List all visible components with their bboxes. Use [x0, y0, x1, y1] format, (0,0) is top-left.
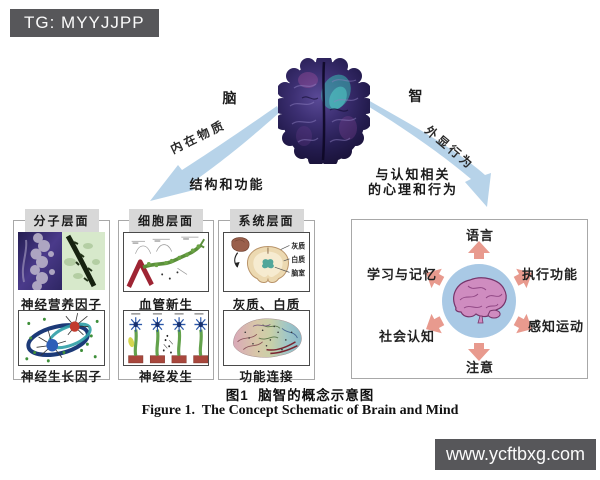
- panel-header: 系统层面: [229, 209, 304, 232]
- mind-circle-illustration: [420, 241, 538, 361]
- arrow-left-curved-icon: [150, 106, 280, 201]
- cognition-caption-line2: 的心理和行为: [367, 182, 458, 197]
- function-label-social-cognition: 社会认知: [378, 329, 435, 344]
- annotation-white-matter: 白质: [291, 255, 305, 264]
- arrow-right-curved-icon: [366, 100, 491, 207]
- figure-image-nerve-growth-factor: [18, 310, 105, 366]
- cognition-caption-line1: 与认知相关: [375, 167, 451, 182]
- figure-caption: 神经发生: [138, 370, 193, 384]
- function-label-sensorimotor: 感知运动: [527, 319, 584, 334]
- function-label-language: 语言: [465, 228, 494, 243]
- figure-caption: 功能连接: [239, 370, 294, 384]
- function-label-attention: 注意: [465, 360, 494, 375]
- mind-functions-panel: 语言 执行功能 感知运动 注意 社会认知 学习与记忆: [351, 219, 588, 379]
- brain-label: 脑: [222, 92, 238, 107]
- panel-header: 分子层面: [24, 209, 99, 232]
- figure-caption-zh: 图1 脑智的概念示意图: [225, 388, 375, 403]
- figure-caption-en: Figure 1. The Concept Schematic of Brain…: [141, 403, 459, 418]
- annotation-gray-matter: 灰质: [291, 241, 305, 250]
- watermark-site-badge: www.ycftbxg.com: [435, 439, 597, 470]
- mind-label: 智: [408, 90, 424, 105]
- function-label-executive: 执行功能: [521, 267, 578, 282]
- figure-image-neurogenesis: [123, 310, 209, 366]
- flow-arrows-illustration: [150, 100, 491, 207]
- panel-system-level: 系统层面 灰质 白质 脑室 灰质、白质: [218, 209, 315, 384]
- figure-image-neurotrophin: [18, 232, 105, 290]
- function-arrow-icon: [468, 241, 490, 259]
- figure-caption: 血管新生: [138, 298, 193, 312]
- brain-side-view-illustration: [453, 277, 507, 324]
- figure-caption: 灰质、白质: [232, 298, 301, 312]
- annotation-ventricle: 脑室: [291, 268, 305, 277]
- figure-image-functional-connectivity: [223, 310, 310, 366]
- panel-molecular-level: 分子层面: [13, 209, 110, 384]
- figure-image-gray-white-matter: 灰质 白质 脑室: [223, 232, 310, 292]
- function-label-learning-memory: 学习与记忆: [366, 267, 437, 282]
- panel-header: 细胞层面: [128, 209, 204, 232]
- figure-image-angiogenesis: [123, 232, 209, 292]
- function-arrows: [420, 241, 538, 361]
- structure-function-caption: 结构和功能: [189, 177, 265, 192]
- figure-caption: 神经生长因子: [20, 370, 102, 384]
- panel-cellular-level: 细胞层面: [118, 209, 214, 384]
- brain-top-view-illustration: [278, 58, 370, 164]
- figure-caption: 神经营养因子: [20, 298, 102, 312]
- watermark-tg-badge: TG: MYYJJPP: [10, 9, 159, 37]
